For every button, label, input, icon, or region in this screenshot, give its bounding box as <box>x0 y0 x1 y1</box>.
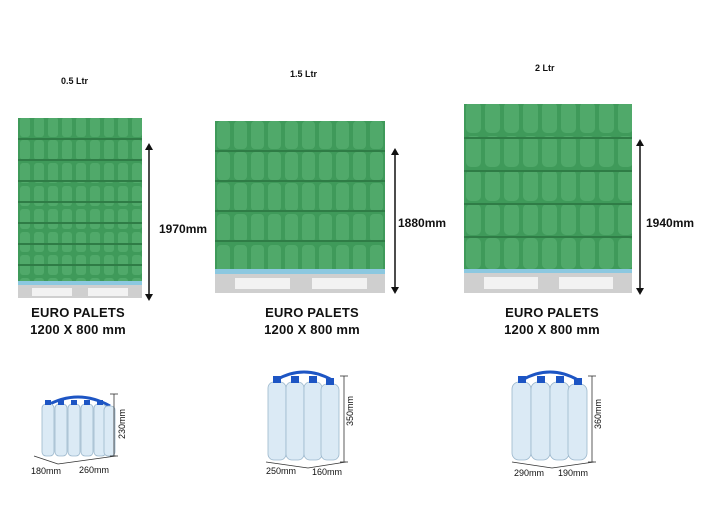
pack-3-height: 360mm <box>593 399 603 430</box>
pallet-3-height-arrow <box>636 139 644 295</box>
pack-3-dimension-lines <box>511 375 596 469</box>
pallet-2-volume: 1.5 Ltr <box>290 69 318 79</box>
pallet-2-height-arrow <box>391 148 399 294</box>
pack-1-image <box>41 395 116 457</box>
pack-1-height: 230mm <box>117 409 127 440</box>
pack-2-image <box>267 370 340 461</box>
pack-2-width: 160mm <box>312 467 343 477</box>
pallet-3-volume: 2 Ltr <box>535 63 555 73</box>
pallet-1-volume: 0.5 Ltr <box>61 76 89 86</box>
pack-2-depth: 250mm <box>266 466 297 476</box>
pack-3-width: 190mm <box>558 468 589 478</box>
pallet-2-height: 1880mm <box>398 216 447 230</box>
pallet-2-label: EURO PALETS 1200 X 800 mm <box>251 304 373 338</box>
pack-1-depth: 180mm <box>31 466 62 476</box>
pack-2-height: 350mm <box>345 396 355 427</box>
pallet-1-height-arrow <box>145 143 153 301</box>
pallet-2-image <box>215 121 385 293</box>
pallet-2-label-line2: 1200 X 800 mm <box>264 322 360 337</box>
pallet-3-label-line2: 1200 X 800 mm <box>504 322 600 337</box>
pallet-1-label: EURO PALETS 1200 X 800 mm <box>18 304 138 338</box>
pallet-3-image <box>464 104 632 293</box>
pack-2-dimension-lines <box>265 375 348 469</box>
pack-3-depth: 290mm <box>514 468 545 478</box>
pallet-3-label-line1: EURO PALETS <box>505 305 599 320</box>
pallet-3-height: 1940mm <box>646 216 695 230</box>
pallet-1-label-line2: 1200 X 800 mm <box>30 322 126 337</box>
pack-3-image <box>511 370 588 461</box>
pack-1-dimension-lines <box>33 393 118 465</box>
pallet-1-label-line1: EURO PALETS <box>31 305 125 320</box>
pallet-1-height: 1970mm <box>159 222 208 236</box>
pallet-3-label: EURO PALETS 1200 X 800 mm <box>491 304 613 338</box>
pallet-1-image <box>18 118 142 298</box>
pack-1-width: 260mm <box>79 465 110 475</box>
pallet-2-label-line1: EURO PALETS <box>265 305 359 320</box>
